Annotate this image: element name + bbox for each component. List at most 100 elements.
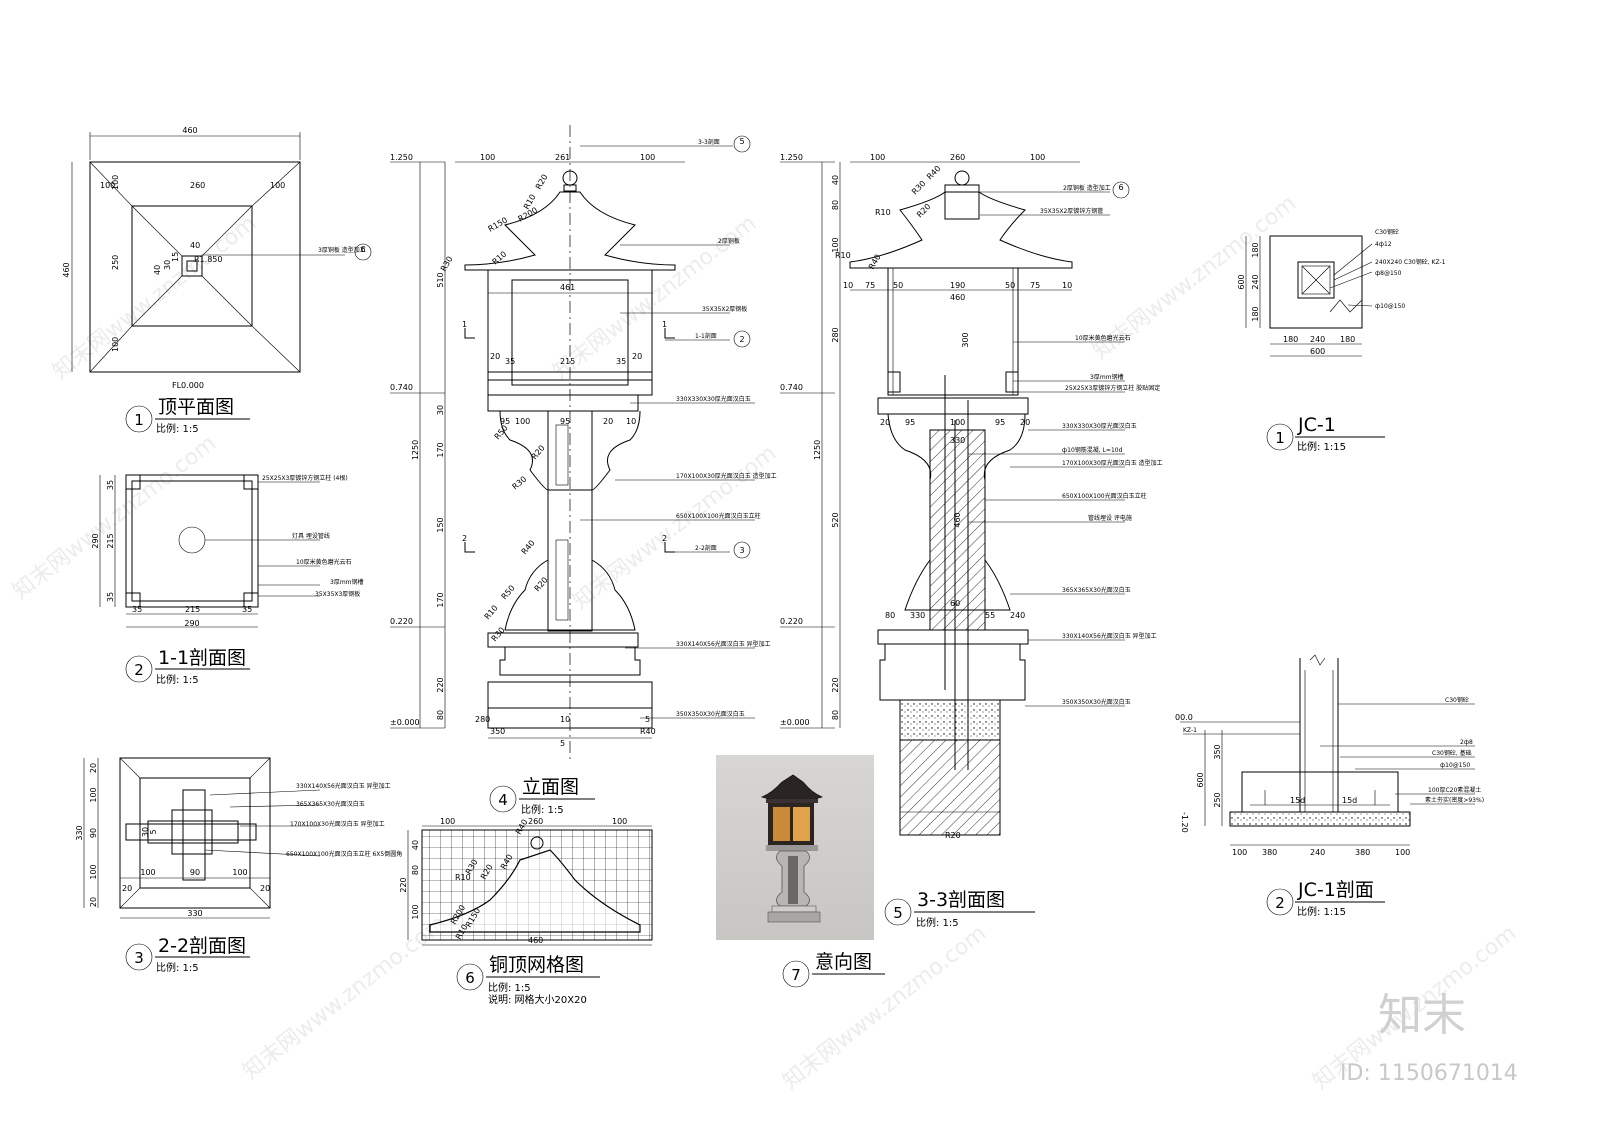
dim-text: 15d [1342,796,1357,805]
dim-text: R10 [491,250,509,267]
note-text: 650X100X100光面汉白玉立柱 6X5倒圆角 [286,850,402,858]
dim-text: 510 [436,272,445,287]
note-text: ф10@150 [1440,762,1470,769]
watermark: 知末网www.znzmo.com [778,921,991,1095]
drawing-title: 意向图 [815,951,872,973]
dim-text: R30 [511,475,529,492]
dim-text: R30 [910,179,928,197]
dim-text: 180 [1251,242,1260,257]
cut-mark-text: 2 [662,534,667,543]
dim-text: 290 [184,619,199,628]
dim-text: R20 [530,443,547,461]
note-text: 350X350X30光面汉白玉 [676,710,745,718]
level-text: ±0.000 [780,718,810,727]
note-text: 170X100X30厚光面汉白玉 造型加工 [1062,459,1163,467]
note-text: 2厚铜板 造型加工 [1063,184,1111,192]
dim-text: R30 [439,255,455,273]
dim-text: 260 [190,181,205,190]
dim-text: 215 [106,533,115,548]
note-text: 3-3剖面 [698,138,720,146]
drawing-number: 2 [1275,894,1285,912]
dim-text: 95 [500,417,510,426]
note-text: C30钢砼 [1375,228,1399,236]
note-text: 100厚C20素混凝土 [1428,786,1481,794]
note-text: 330X140X56光面汉白玉 异型加工 [296,782,391,790]
dim-text: R20 [945,831,961,840]
dim-text: 80 [885,611,895,620]
level-text: 0.740 [780,383,803,392]
dim-text: R10 [875,208,891,217]
note-text: C30钢砼, 基础 [1432,749,1472,757]
dim-text: 520 [831,512,840,527]
dim-text: 20 [490,352,500,361]
dim-text: 10 [1062,281,1072,290]
note-text: 灯具 埋设管线 [292,532,330,540]
dim-text: 30 [163,260,172,270]
note-text: ф10钢筋混凝, L=10d [1062,446,1123,454]
note-text: 管线埋设 评电施 [1088,514,1132,522]
dim-text: 380 [1355,848,1370,857]
cut-mark-text: 1 [462,320,467,329]
dim-text: 20 [89,897,98,907]
level-text: ±0.000 [390,718,420,727]
note-text: ф10@150 [1375,303,1405,310]
note-text: 365X365X30光面汉白玉 [1062,586,1131,594]
note-text: 35X35X3厚钢板 [315,590,360,598]
dim-text: 40 [831,175,840,185]
dim-text: R40 [640,727,656,736]
section-11-drawing: 25X25X3厚镀锌方钢立柱 (4根) 灯具 埋设管线 10厚米黄色磨光云石 3… [91,474,364,686]
id-label: ID: 1150671014 [1340,1061,1518,1086]
dim-text: 100 [1395,848,1410,857]
dim-text: 80 [831,710,840,720]
jc1-drawing: C30钢砼 4ф12 240X240 C30钢砼, KZ-1 ф8@150 ф1… [1237,228,1446,453]
watermark: 知末网www.znzmo.com [238,911,451,1085]
drawing-title: 顶平面图 [158,396,234,418]
dim-text: 50 [893,281,903,290]
dim-text: 100 [515,417,530,426]
note-text: 25X25X3厚镀锌方钢立柱 胶贴固定 [1065,384,1160,392]
dim-text: R20 [533,575,550,593]
level-text: 1.250 [390,153,413,162]
note-text: 素土夯实(密度>93%) [1425,796,1484,804]
dim-text: 100 [1232,848,1247,857]
level-text: 00.0 [1175,713,1193,722]
note-text: 650X100X100光面汉白玉立柱 [676,512,761,520]
drawing-number: 1 [1275,429,1285,447]
dim-text: 20 [89,763,98,773]
dim-text: 20 [122,884,132,893]
dim-text: 350 [1213,744,1222,759]
note-text: 240X240 C30钢砼, KZ-1 [1375,258,1446,266]
ref-num: 3 [739,546,744,555]
dim-text: 80 [436,710,445,720]
dim-text: 35 [132,605,142,614]
dim-text: 600 [1310,347,1325,356]
dim-text: 15d [1290,796,1305,805]
dim-text: R20 [534,173,550,191]
drawing-number: 5 [893,904,903,922]
note-text: 330X330X30厚光面汉白玉 [676,395,751,403]
dim-text: 60 [950,599,960,608]
dim-text: 90 [190,868,200,877]
drawing-title: 铜顶网格图 [489,954,584,976]
dim-text: 100 [111,175,120,190]
dim-text: 300 [961,332,970,347]
dim-text: 190 [950,281,965,290]
dim-text: R1.850 [194,255,222,264]
dim-text: 150 [436,517,445,532]
note-text: 3厚铜板 造型加工 [318,246,366,254]
note-text: 35X35X2厚钢板 [702,305,747,313]
drawing-number: 7 [791,966,801,984]
watermark: 知末网www.znzmo.com [48,211,261,385]
elevation-drawing: 1.250 0.740 0.220 ±0.000 1250 510 30 170… [390,125,777,816]
note-text: 10厚米黄色磨光云石 [1075,334,1131,342]
dim-text: 35 [242,605,252,614]
ref-num: 6 [1118,183,1123,192]
dim-text: 180 [1283,335,1298,344]
note-text: 2厚铜板 [718,237,740,245]
dim-text: 100 [100,181,115,190]
dim-text: 280 [475,715,490,724]
drawing-title: 1-1剖面图 [158,647,246,669]
dim-text: 461 [560,283,575,292]
copper-grid-drawing: 100 260 100 220 40 80 100 460 R10 R30 R2… [399,817,653,1006]
note-text: 365X365X30光面汉白玉 [296,800,365,808]
